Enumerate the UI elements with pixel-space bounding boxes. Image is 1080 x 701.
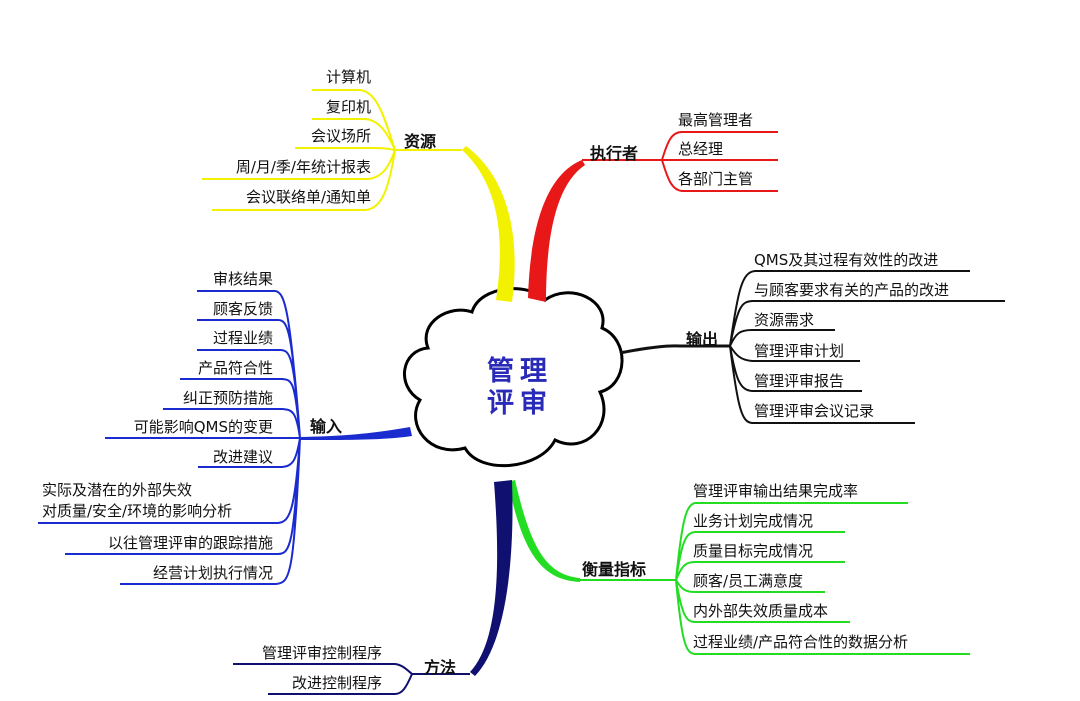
metrics-item: 质量目标完成情况 — [693, 542, 814, 560]
output-title: 输出 — [686, 330, 719, 349]
output-item: 资源需求 — [754, 311, 815, 329]
metrics-subtree — [580, 502, 970, 655]
input-item: 可能影响QMS的变更 — [133, 418, 273, 436]
executor-trunk — [528, 160, 585, 302]
metrics-item: 过程业绩/产品符合性的数据分析 — [693, 633, 909, 651]
resources-item: 周/月/季/年统计报表 — [235, 158, 371, 176]
metrics-item: 内外部失效质量成本 — [693, 602, 829, 620]
output-item: QMS及其过程有效性的改进 — [754, 251, 939, 269]
input-branch — [38, 290, 412, 585]
executor-subtree — [582, 131, 778, 192]
resources-title: 资源 — [404, 132, 437, 151]
output-item: 管理评审会议记录 — [754, 402, 875, 420]
output-branch — [619, 270, 1005, 424]
metrics-branch — [508, 480, 970, 655]
metrics-item: 管理评审输出结果完成率 — [693, 482, 859, 500]
input-subtree — [38, 290, 301, 585]
output-item: 与顾客要求有关的产品的改进 — [754, 281, 950, 299]
center-line-2: 评审 — [487, 388, 553, 419]
input-item: 实际及潜在的外部失效 — [42, 481, 193, 499]
method-item: 改进控制程序 — [291, 674, 382, 692]
metrics-title: 衡量指标 — [582, 560, 647, 579]
output-item: 管理评审报告 — [754, 372, 845, 390]
input-item: 产品符合性 — [197, 359, 273, 377]
resources-item: 计算机 — [325, 68, 371, 86]
executor-title: 执行者 — [590, 144, 639, 163]
resources-item: 会议场所 — [310, 127, 371, 145]
method-title: 方法 — [424, 658, 457, 677]
resources-branch — [202, 89, 515, 302]
executor-item: 最高管理者 — [678, 111, 754, 129]
input-item: 以往管理评审的跟踪措施 — [107, 534, 273, 552]
input-item: 过程业绩 — [212, 329, 273, 347]
resources-item: 会议联络单/通知单 — [245, 188, 371, 206]
input-item: 纠正预防措施 — [182, 389, 273, 407]
method-subtree — [233, 663, 470, 695]
input-trunk — [300, 427, 412, 440]
executor-item: 总经理 — [678, 140, 724, 158]
executor-branch — [528, 131, 778, 302]
input-title: 输入 — [310, 417, 343, 436]
center-node-label: 管理 评审 — [470, 356, 570, 420]
output-trunk — [619, 344, 730, 355]
resources-trunk — [462, 146, 515, 302]
method-item: 管理评审控制程序 — [261, 644, 382, 662]
center-cloud — [403, 287, 624, 468]
method-trunk — [470, 480, 513, 676]
input-item: 改进建议 — [212, 448, 273, 466]
metrics-item: 顾客/员工满意度 — [693, 572, 804, 590]
output-subtree — [729, 270, 1005, 424]
metrics-item: 业务计划完成情况 — [693, 512, 814, 530]
output-item: 管理评审计划 — [754, 342, 845, 360]
input-item: 经营计划执行情况 — [152, 564, 273, 582]
method-branch — [233, 480, 513, 695]
input-item: 对质量/安全/环境的影响分析 — [42, 502, 233, 520]
input-item: 审核结果 — [212, 270, 273, 288]
resources-subtree — [202, 89, 462, 211]
metrics-trunk — [508, 480, 580, 582]
center-line-1: 管理 — [487, 356, 553, 387]
resources-item: 复印机 — [325, 98, 371, 116]
input-item: 顾客反馈 — [212, 300, 273, 318]
executor-item: 各部门主管 — [678, 170, 754, 188]
